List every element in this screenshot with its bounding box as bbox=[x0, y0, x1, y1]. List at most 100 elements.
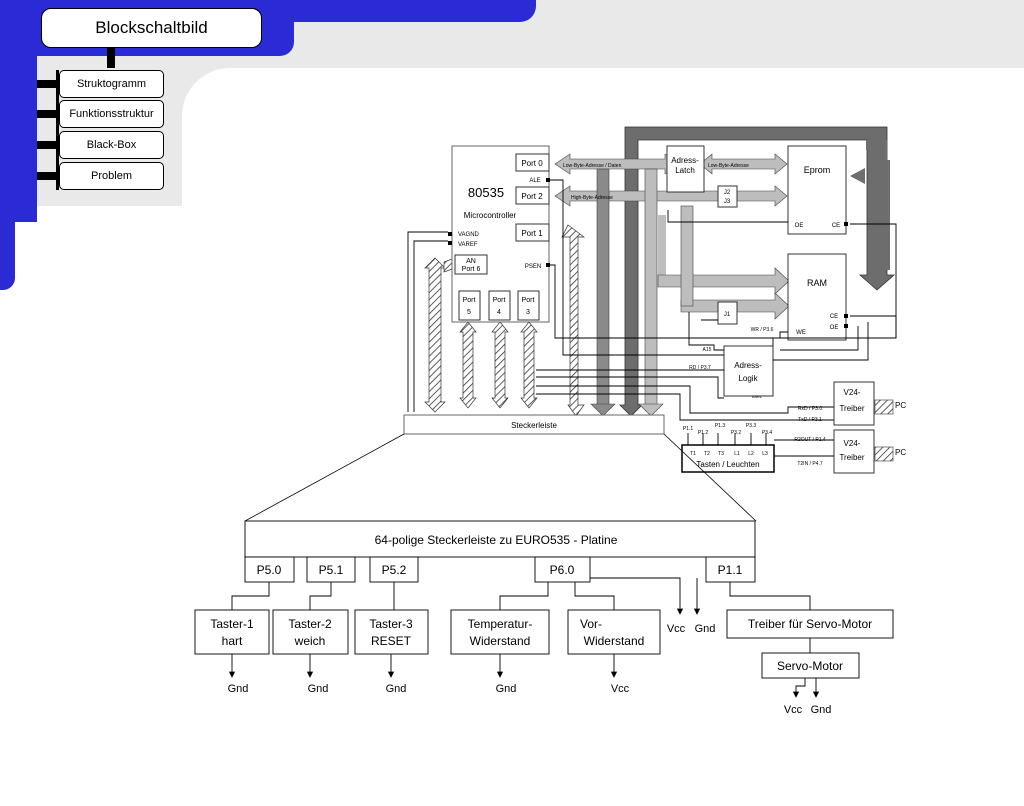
tasten-label: Tasten / Leuchten bbox=[696, 460, 759, 469]
tasten-p32: P3.2 bbox=[731, 430, 742, 436]
v24-label-4: Treiber bbox=[839, 453, 864, 462]
tasten-l1: L1 bbox=[734, 451, 740, 457]
t2in-label: T2IN / P4.7 bbox=[797, 461, 823, 467]
eprom-oe: OE bbox=[795, 223, 804, 229]
title-connector bbox=[107, 48, 115, 68]
an-label: AN bbox=[466, 258, 476, 265]
vor-line2: Widerstand bbox=[584, 634, 645, 648]
asel-label: ASEL bbox=[752, 394, 763, 399]
vcc-label-servo: Vcc bbox=[784, 704, 803, 716]
nav-tick bbox=[37, 172, 59, 180]
rd-label: RD / P3.7 bbox=[689, 365, 711, 371]
varef-label: VAREF bbox=[458, 242, 478, 248]
temp-line1: Temperatur- bbox=[468, 617, 533, 631]
pin-p11: P1.1 bbox=[718, 563, 743, 577]
steckerleiste: Steckerleiste bbox=[244, 414, 757, 522]
hatched-buses bbox=[424, 224, 586, 417]
eprom-label: Eprom bbox=[804, 165, 831, 175]
lower-components: Taster-1 hart Taster-2 weich Taster-3 RE… bbox=[194, 609, 894, 716]
pin-p52: P5.2 bbox=[382, 563, 407, 577]
eprom-ce: CE bbox=[832, 223, 840, 229]
tasten-t2: T2 bbox=[704, 451, 710, 457]
pc-label-1: PC bbox=[895, 401, 906, 410]
txd-label: TxD / P3.1 bbox=[798, 417, 822, 423]
vagnd-label: VAGND bbox=[458, 232, 480, 238]
steckerleiste-label: Steckerleiste bbox=[511, 421, 557, 430]
mcu-name: 80535 bbox=[468, 185, 504, 200]
bus-low-label: Low-Byte-Adresse / Daten bbox=[563, 163, 622, 169]
tasten-p13: P1.3 bbox=[715, 423, 726, 429]
tasten-l2: L2 bbox=[748, 451, 754, 457]
ram-ce: CE bbox=[830, 314, 838, 320]
gnd-label-servo: Gnd bbox=[811, 704, 832, 716]
nav-tick bbox=[37, 141, 59, 149]
j2-label: J2 bbox=[724, 190, 731, 196]
data-bus-gray bbox=[554, 153, 790, 417]
port6-label: Port 6 bbox=[462, 266, 481, 273]
tasten-t3: T3 bbox=[718, 451, 724, 457]
port4-label: Port bbox=[493, 297, 506, 304]
nav-item-problem[interactable]: Problem bbox=[59, 162, 164, 190]
port2-label: Port 2 bbox=[521, 192, 543, 201]
adress-logik: Adress- Logik ASEL A15 RD / P3.7 bbox=[689, 345, 774, 399]
taster2-line2: weich bbox=[294, 634, 326, 648]
logik-label-2: Logik bbox=[738, 374, 758, 383]
wr-label: WR / P3.6 bbox=[751, 327, 774, 333]
connector-64: 64-polige Steckerleiste zu EURO535 - Pla… bbox=[244, 520, 756, 583]
vor-line1: Vor- bbox=[580, 617, 602, 631]
microcontroller-block: 80535 Microcontroller Port 0 Port 2 Port… bbox=[448, 145, 550, 323]
nav-item-black-box[interactable]: Black-Box bbox=[59, 131, 164, 159]
pin-p51: P5.1 bbox=[319, 563, 344, 577]
ram-we: WE bbox=[796, 330, 806, 336]
port0-label: Port 0 bbox=[521, 159, 543, 168]
gnd-label-taster1: Gnd bbox=[228, 683, 249, 695]
j1-label: J1 bbox=[724, 312, 731, 318]
taster2-line1: Taster-2 bbox=[288, 617, 332, 631]
port3-num: 3 bbox=[526, 309, 530, 316]
port4-num: 4 bbox=[497, 309, 501, 316]
tasten-t1: T1 bbox=[690, 451, 696, 457]
pin-p50: P5.0 bbox=[257, 563, 282, 577]
tasten-l3: L3 bbox=[762, 451, 768, 457]
pc-label-2: PC bbox=[895, 448, 906, 457]
nav-item-funktionsstruktur[interactable]: Funktionsstruktur bbox=[59, 100, 164, 128]
servo-label: Servo-Motor bbox=[777, 659, 843, 673]
tasten-p11: P1.1 bbox=[683, 426, 694, 432]
latch-label-2: Latch bbox=[675, 166, 695, 175]
bus-low2-label: Low-Byte-Adresse bbox=[708, 163, 749, 169]
j3-label: J3 bbox=[724, 199, 731, 205]
port3-label: Port bbox=[522, 297, 535, 304]
vcc-label-p11: Vcc bbox=[667, 623, 686, 635]
ale-label: ALE bbox=[529, 178, 540, 184]
taster1-line1: Taster-1 bbox=[210, 617, 254, 631]
v24-drivers: V24- Treiber V24- Treiber PC PC RxD / P3… bbox=[794, 381, 906, 474]
mcu-subtitle: Microcontroller bbox=[464, 211, 517, 220]
tasten-p34: P3.4 bbox=[762, 430, 773, 436]
v24-label-2: Treiber bbox=[839, 404, 864, 413]
wiring-lower bbox=[228, 577, 820, 698]
latch-eprom-ram: Adress- Latch Eprom OE CE J2 J3 J1 RAM C… bbox=[666, 145, 848, 341]
gnd-label-temp: Gnd bbox=[496, 683, 517, 695]
logik-label-1: Adress- bbox=[734, 361, 762, 370]
pin-p60: P6.0 bbox=[550, 563, 575, 577]
tasten-p33: P3.3 bbox=[746, 423, 757, 429]
page-title: Blockschaltbild bbox=[41, 8, 262, 48]
a15-label: A15 bbox=[703, 347, 712, 353]
nav-tick bbox=[37, 80, 59, 88]
block-diagram: 80535 Microcontroller Port 0 Port 2 Port… bbox=[194, 126, 906, 716]
treiber-label: Treiber für Servo-Motor bbox=[748, 617, 872, 631]
vcc-label-vor: Vcc bbox=[611, 683, 630, 695]
ram-label: RAM bbox=[807, 278, 827, 288]
temp-line2: Widerstand bbox=[470, 634, 531, 648]
latch-label-1: Adress- bbox=[671, 156, 699, 165]
ram-oe: OE bbox=[830, 325, 839, 331]
decor-blue-left-bottom bbox=[0, 200, 15, 290]
v24-label-1: V24- bbox=[844, 388, 861, 397]
decor-blue-left bbox=[0, 0, 37, 222]
connector-64-label: 64-polige Steckerleiste zu EURO535 - Pla… bbox=[375, 533, 618, 547]
nav-item-struktogramm[interactable]: Struktogramm bbox=[59, 70, 164, 98]
address-bus-dark bbox=[619, 126, 896, 417]
v24-label-3: V24- bbox=[844, 439, 861, 448]
bus-high-label: High-Byte-Adresse bbox=[571, 195, 613, 201]
taster1-line2: hart bbox=[222, 634, 243, 648]
